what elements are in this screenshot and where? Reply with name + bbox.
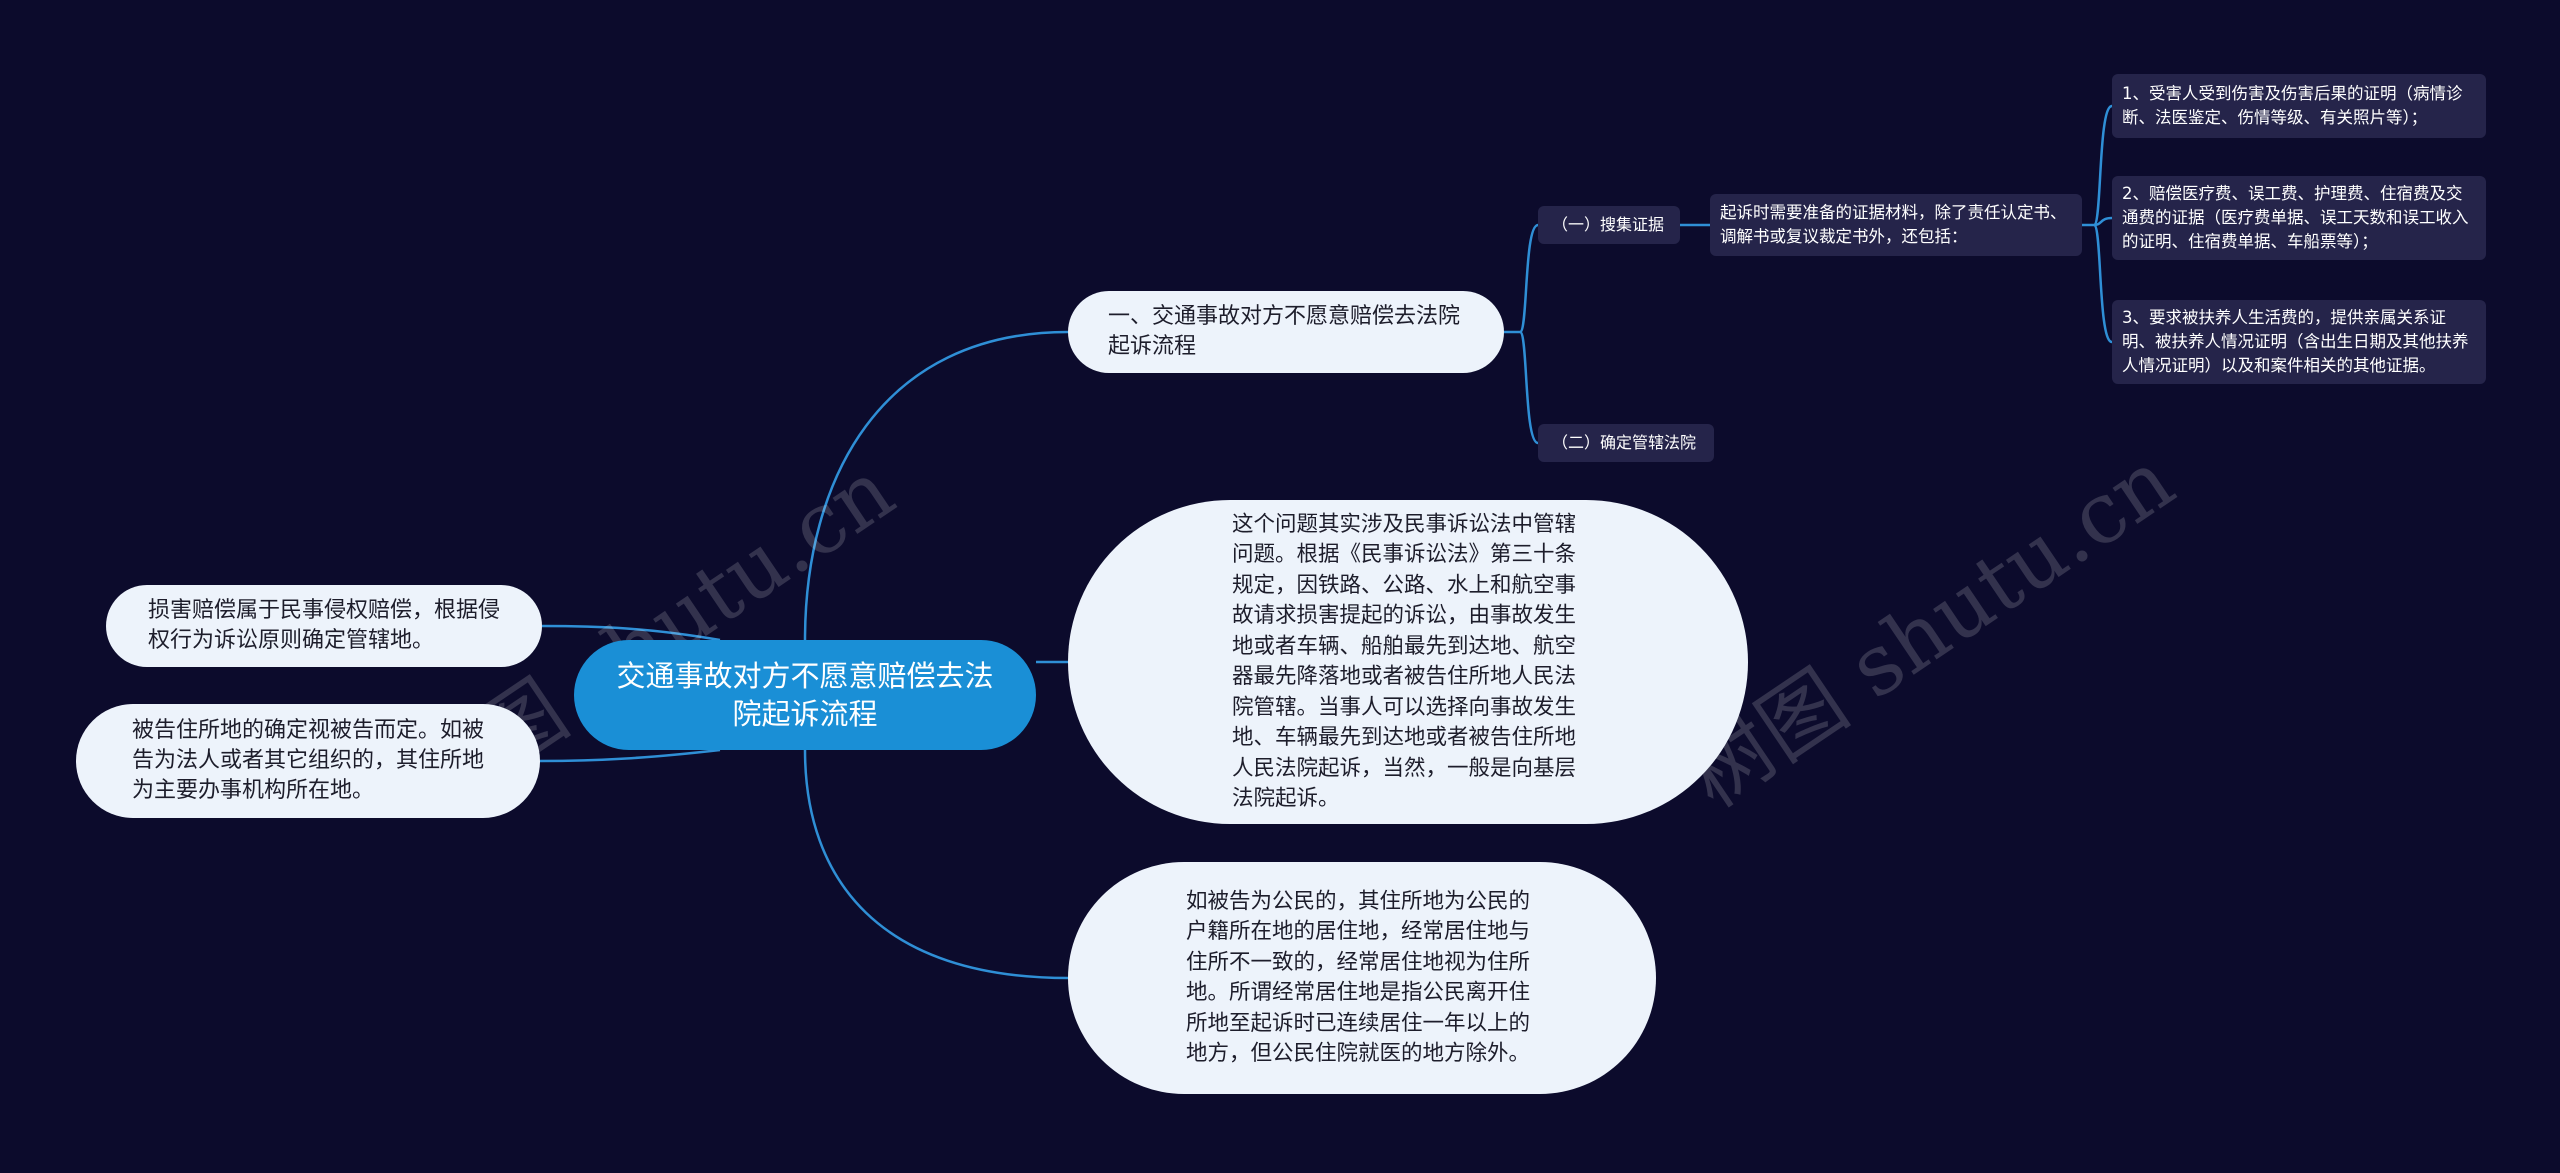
connector-process-collect	[1504, 223, 1539, 334]
node-evidence-item[interactable]: 3、要求被扶养人生活费的，提供亲属关系证明、被扶养人情况证明（含出生日期及其他扶…	[2112, 300, 2486, 384]
node-evidence-materials-label: 起诉时需要准备的证据材料，除了责任认定书、调解书或复议裁定书外，还包括：	[1720, 203, 2067, 246]
connector-materials-item3	[2092, 223, 2113, 344]
root-label: 交通事故对方不愿意赔偿去法院起诉流程	[616, 659, 994, 731]
node-evidence-materials[interactable]: 起诉时需要准备的证据材料，除了责任认定书、调解书或复议裁定书外，还包括：	[1710, 194, 2082, 256]
node-tort-label: 损害赔偿属于民事侵权赔偿，根据侵权行为诉讼原则确定管辖地。	[148, 598, 501, 653]
node-process[interactable]: 一、交通事故对方不愿意赔偿去法院起诉流程	[1068, 291, 1504, 373]
connector-process-court	[1518, 330, 1539, 445]
node-defendant-label: 被告住所地的确定视被告而定。如被告为法人或者其它组织的，其住所地为主要办事机构所…	[132, 718, 485, 803]
node-residence[interactable]: 如被告为公民的，其住所地为公民的户籍所在地的居住地，经常居住地与住所不一致的，经…	[1068, 862, 1656, 1094]
node-evidence-item-label: 2、赔偿医疗费、误工费、护理费、住宿费及交通费的证据（医疗费单据、误工天数和误工…	[2122, 184, 2469, 251]
connector-root-process	[803, 330, 1069, 641]
node-evidence-item-label: 1、受害人受到伤害及伤害后果的证明（病情诊断、法医鉴定、伤情等级、有关照片等）；	[2122, 84, 2463, 127]
node-jurisdiction-label: 这个问题其实涉及民事诉讼法中管辖问题。根据《民事诉讼法》第三十条规定，因铁路、公…	[1232, 511, 1577, 812]
node-collect-evidence-label: （一）搜集证据	[1552, 215, 1665, 234]
node-collect-evidence[interactable]: （一）搜集证据	[1538, 206, 1680, 244]
connector-root-residence	[803, 749, 1069, 980]
node-residence-label: 如被告为公民的，其住所地为公民的户籍所在地的居住地，经常居住地与住所不一致的，经…	[1186, 888, 1531, 1067]
node-defendant[interactable]: 被告住所地的确定视被告而定。如被告为法人或者其它组织的，其住所地为主要办事机构所…	[76, 704, 540, 818]
connector-materials-item2	[2093, 216, 2113, 227]
connector-root-tort	[541, 624, 721, 642]
connector-materials-item1	[2082, 104, 2113, 227]
root-node[interactable]: 交通事故对方不愿意赔偿去法院起诉流程	[574, 640, 1036, 750]
node-process-label: 一、交通事故对方不愿意赔偿去法院起诉流程	[1108, 304, 1461, 359]
node-evidence-item[interactable]: 1、受害人受到伤害及伤害后果的证明（病情诊断、法医鉴定、伤情等级、有关照片等）；	[2112, 74, 2486, 138]
connector-root-defendant	[539, 748, 721, 763]
node-evidence-item-label: 3、要求被扶养人生活费的，提供亲属关系证明、被扶养人情况证明（含出生日期及其他扶…	[2122, 308, 2469, 375]
node-tort[interactable]: 损害赔偿属于民事侵权赔偿，根据侵权行为诉讼原则确定管辖地。	[106, 585, 542, 667]
node-evidence-item[interactable]: 2、赔偿医疗费、误工费、护理费、住宿费及交通费的证据（医疗费单据、误工天数和误工…	[2112, 176, 2486, 260]
node-determine-court-label: （二）确定管辖法院	[1552, 433, 1697, 452]
node-jurisdiction[interactable]: 这个问题其实涉及民事诉讼法中管辖问题。根据《民事诉讼法》第三十条规定，因铁路、公…	[1068, 500, 1748, 824]
node-determine-court[interactable]: （二）确定管辖法院	[1538, 424, 1714, 462]
